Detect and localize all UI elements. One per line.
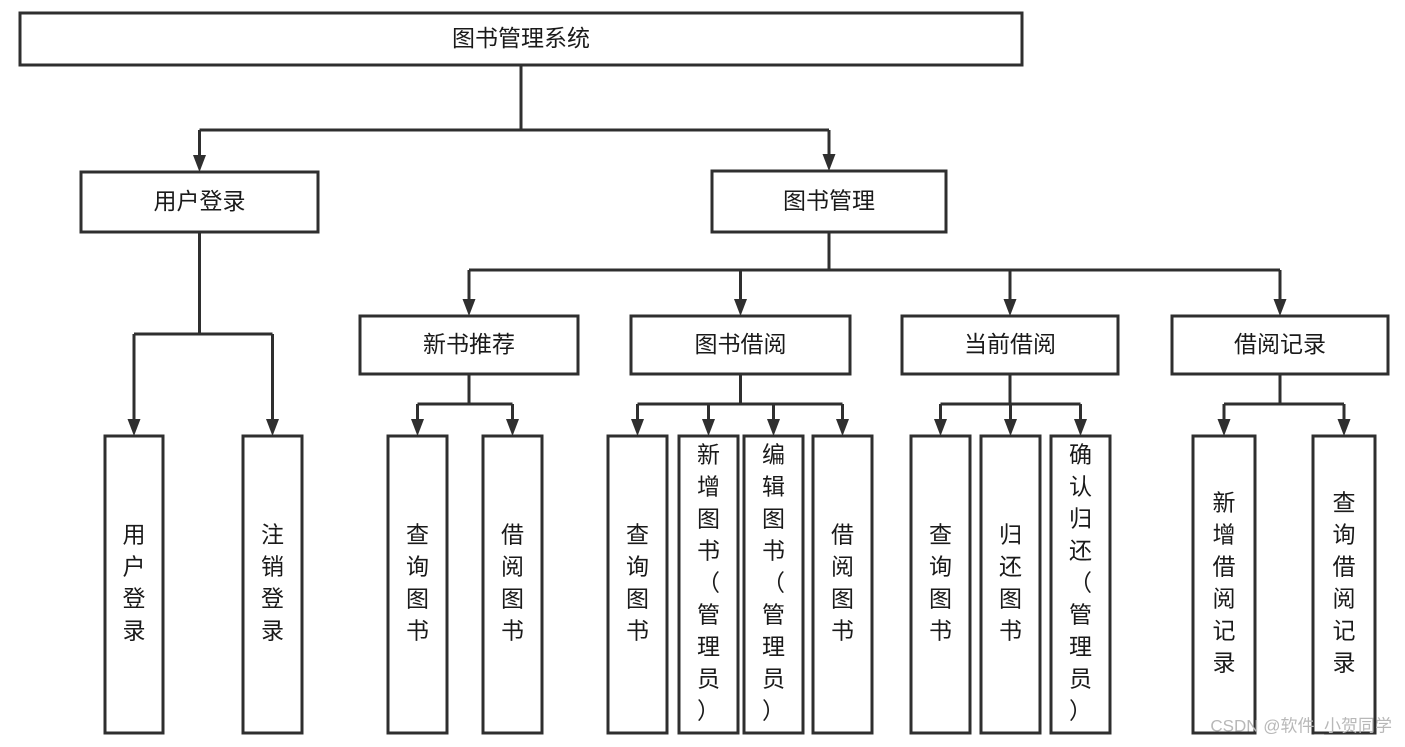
edge-connector bbox=[1004, 404, 1017, 436]
node-box-leaf6[interactable] bbox=[677, 434, 740, 735]
edge-connector bbox=[767, 404, 780, 436]
node-leaf4[interactable]: 借阅图书 bbox=[481, 434, 544, 735]
node-box-leaf10[interactable] bbox=[979, 434, 1042, 735]
node-label-leaf10: 归还图书 bbox=[999, 522, 1022, 644]
node-label-borrow: 图书借阅 bbox=[695, 331, 787, 357]
node-leaf8[interactable]: 借阅图书 bbox=[811, 434, 874, 735]
node-box-leaf4[interactable] bbox=[481, 434, 544, 735]
node-leaf12[interactable]: 新增借阅记录 bbox=[1191, 434, 1257, 735]
node-box-leaf11[interactable] bbox=[1049, 434, 1112, 735]
node-leaf10[interactable]: 归还图书 bbox=[979, 434, 1042, 735]
node-leaf1[interactable]: 用户登录 bbox=[103, 434, 165, 735]
node-label-leaf13: 查询借阅记录 bbox=[1333, 490, 1356, 676]
node-records[interactable]: 借阅记录 bbox=[1170, 314, 1390, 376]
node-leaf11[interactable]: 确认归还（管理员） bbox=[1049, 434, 1112, 735]
edge-connector bbox=[734, 270, 747, 316]
edge-connector bbox=[193, 130, 206, 172]
node-current[interactable]: 当前借阅 bbox=[900, 314, 1120, 376]
edge-connector bbox=[266, 334, 279, 436]
node-label-leaf4: 借阅图书 bbox=[501, 522, 524, 644]
node-label-records: 借阅记录 bbox=[1234, 331, 1326, 357]
node-box-leaf12[interactable] bbox=[1191, 434, 1257, 735]
edge-connector bbox=[506, 404, 519, 436]
node-label-leaf1: 用户登录 bbox=[123, 522, 146, 644]
node-label-current: 当前借阅 bbox=[964, 331, 1056, 357]
node-label-leaf3: 查询图书 bbox=[406, 522, 429, 644]
node-root[interactable]: 图书管理系统 bbox=[18, 11, 1024, 67]
node-leaf9[interactable]: 查询图书 bbox=[909, 434, 972, 735]
node-label-leaf2: 注销登录 bbox=[261, 522, 284, 644]
edge-connector bbox=[1273, 270, 1287, 316]
node-box-leaf2[interactable] bbox=[241, 434, 304, 735]
node-label-bookmgmt: 图书管理 bbox=[783, 188, 875, 214]
node-box-leaf3[interactable] bbox=[386, 434, 449, 735]
edge-connector bbox=[411, 404, 424, 436]
edge-connector bbox=[631, 404, 644, 436]
node-box-current[interactable] bbox=[900, 314, 1120, 376]
node-label-login: 用户登录 bbox=[154, 188, 246, 214]
node-leaf13[interactable]: 查询借阅记录 bbox=[1311, 434, 1377, 735]
node-label-leaf8: 借阅图书 bbox=[831, 522, 854, 644]
node-box-leaf5[interactable] bbox=[606, 434, 669, 735]
edge-connector bbox=[1003, 270, 1017, 316]
node-box-records[interactable] bbox=[1170, 314, 1390, 376]
node-login[interactable]: 用户登录 bbox=[79, 170, 320, 234]
node-label-leaf5: 查询图书 bbox=[626, 522, 649, 644]
edge-connector bbox=[934, 404, 947, 436]
node-label-leaf6: 新增图书（管理员） bbox=[697, 442, 720, 724]
edge-connector bbox=[1074, 404, 1087, 436]
node-box-leaf1[interactable] bbox=[103, 434, 165, 735]
edge-connector bbox=[822, 130, 836, 171]
edge-connector bbox=[1217, 404, 1231, 436]
node-newbook[interactable]: 新书推荐 bbox=[358, 314, 580, 376]
node-leaf5[interactable]: 查询图书 bbox=[606, 434, 669, 735]
edge-connector bbox=[702, 404, 715, 436]
edge-connector bbox=[1337, 404, 1351, 436]
node-box-bookmgmt[interactable] bbox=[710, 169, 948, 234]
node-box-root[interactable] bbox=[18, 11, 1024, 67]
node-box-newbook[interactable] bbox=[358, 314, 580, 376]
node-label-newbook: 新书推荐 bbox=[423, 331, 515, 357]
node-label-leaf9: 查询图书 bbox=[929, 522, 952, 644]
node-leaf6[interactable]: 新增图书（管理员） bbox=[677, 434, 740, 735]
node-label-leaf12: 新增借阅记录 bbox=[1213, 490, 1236, 676]
edges-layer bbox=[127, 65, 1351, 436]
node-bookmgmt[interactable]: 图书管理 bbox=[710, 169, 948, 234]
node-label-leaf11: 确认归还（管理员） bbox=[1069, 442, 1092, 724]
watermark-label: CSDN @软件_小贺同学 bbox=[1210, 716, 1392, 735]
node-label-root: 图书管理系统 bbox=[452, 25, 590, 51]
node-leaf7[interactable]: 编辑图书（管理员） bbox=[742, 434, 805, 735]
node-box-borrow[interactable] bbox=[629, 314, 852, 376]
node-box-leaf7[interactable] bbox=[742, 434, 805, 735]
edge-connector bbox=[836, 404, 849, 436]
edge-connector bbox=[462, 270, 476, 316]
node-leaf3[interactable]: 查询图书 bbox=[386, 434, 449, 735]
edge-connector bbox=[127, 334, 141, 436]
node-box-leaf13[interactable] bbox=[1311, 434, 1377, 735]
node-box-leaf9[interactable] bbox=[909, 434, 972, 735]
node-box-leaf8[interactable] bbox=[811, 434, 874, 735]
nodes-layer: 图书管理系统用户登录图书管理新书推荐图书借阅当前借阅借阅记录用户登录注销登录查询… bbox=[18, 11, 1390, 735]
node-borrow[interactable]: 图书借阅 bbox=[629, 314, 852, 376]
node-label-leaf7: 编辑图书（管理员） bbox=[762, 442, 785, 724]
node-box-login[interactable] bbox=[79, 170, 320, 234]
node-leaf2[interactable]: 注销登录 bbox=[241, 434, 304, 735]
